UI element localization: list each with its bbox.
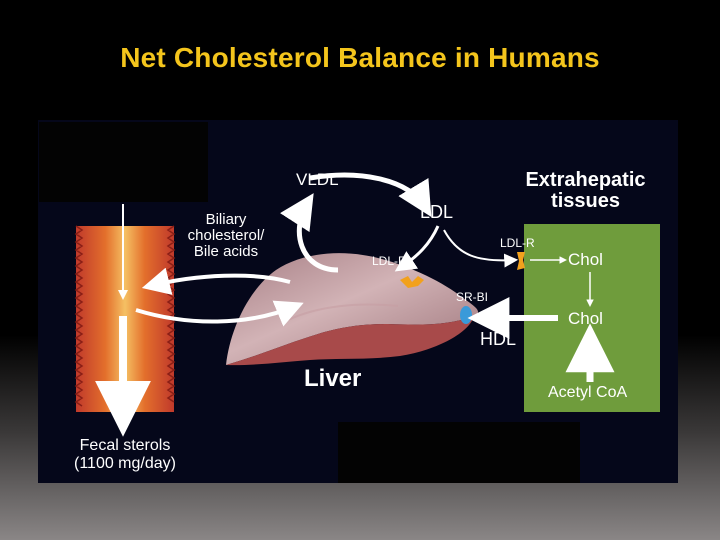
sr-bi-label: SR-BI (456, 290, 489, 304)
ldl-receptor-tissue-icon (517, 252, 525, 270)
liver-to-vldl-arrow (280, 193, 339, 273)
redacted-block-top-left (39, 122, 208, 202)
ldl-to-liver-arrow (394, 225, 440, 272)
acetyl-coa-label: Acetyl CoA (548, 384, 628, 401)
pathway-arrows (95, 172, 615, 437)
hdl-label: HDL (480, 329, 517, 349)
vldl-label: VLDL (296, 170, 339, 189)
redacted-block-bottom (338, 422, 580, 483)
liver-shape (226, 253, 479, 366)
liver-label: Liver (304, 365, 362, 392)
fecal-amount-label: (1100 mg/day) (74, 455, 176, 472)
ldl-receptor-liver-icon (400, 276, 424, 288)
cholesterol-diagram: VLDL LDL Extrahepatic tissues Biliary ch… (38, 120, 678, 483)
ldl-r-tissue-label: LDL-R (500, 236, 535, 250)
extrahepatic-tissues-label: Extrahepatic tissues (525, 169, 646, 212)
ldl-label: LDL (420, 202, 454, 222)
liver-to-gut-arrow (141, 267, 291, 295)
chol-mid-label: Chol (568, 309, 603, 328)
biliary-label: Biliary cholesterol/ Bile acids (187, 211, 265, 260)
slide-title: Net Cholesterol Balance in Humans (120, 42, 600, 73)
chol-top-label: Chol (568, 250, 603, 269)
ldl-to-tissue-arrow (443, 229, 519, 268)
gut-to-liver-arrow (135, 300, 304, 327)
ldl-r-liver-label: LDL-R (372, 254, 407, 268)
sr-bi-receptor-icon (460, 306, 472, 324)
vldl-to-ldl-arrow (309, 172, 432, 217)
fecal-sterols-label: Fecal sterols (79, 437, 171, 454)
